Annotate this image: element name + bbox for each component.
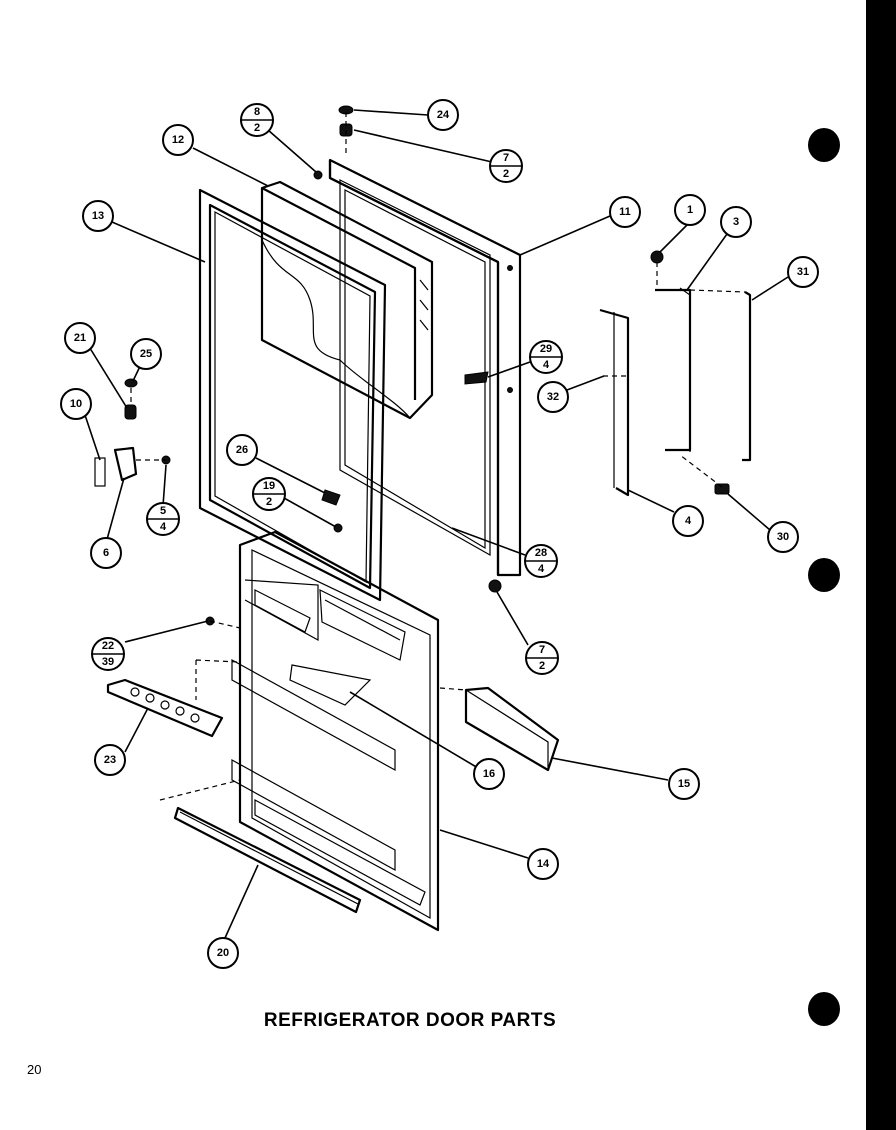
callout-4: 4 [672,505,704,537]
split-callout-5-4-top: 5 [160,505,166,517]
callout-24: 24 [427,99,459,131]
callout-31: 31 [787,256,819,288]
split-callout-28-4: 28 4 [524,544,558,578]
callout-1-label: 1 [687,204,693,216]
callout-32-label: 32 [547,391,559,403]
door-gasket-frame [198,188,387,602]
callout-25: 25 [130,338,162,370]
callout-1: 1 [674,194,706,226]
callout-30: 30 [767,521,799,553]
callout-23: 23 [94,744,126,776]
binder-hole-middle [808,558,840,592]
callout-3-label: 3 [733,216,739,228]
page-edge-border [866,0,896,1130]
callout-11-label: 11 [619,206,631,218]
leader-lines [83,109,789,939]
callout-15-label: 15 [678,778,690,790]
callout-32: 32 [537,381,569,413]
split-callout-22-39-bottom: 39 [102,656,114,668]
shelf-rail [464,686,560,772]
callout-3: 3 [720,206,752,238]
callout-16-label: 16 [483,768,495,780]
hardware-fasteners [94,105,730,626]
callout-30-label: 30 [777,531,789,543]
split-callout-8-2: 8 2 [240,103,274,137]
split-callout-29-4-top: 29 [540,343,552,355]
split-callout-19-2: 19 2 [252,477,286,511]
binder-hole-top [808,128,840,162]
split-callout-5-4: 5 4 [146,502,180,536]
split-callout-19-2-top: 19 [263,480,275,492]
callout-14: 14 [527,848,559,880]
split-callout-28-4-bottom: 4 [538,563,545,575]
door-insulation-block [260,180,434,420]
split-callout-28-4-top: 28 [535,547,547,559]
split-callout-7-2a-bottom: 2 [503,168,509,180]
callout-12: 12 [162,124,194,156]
split-callout-7-2a-top: 7 [503,152,509,164]
callout-11: 11 [609,196,641,228]
binder-hole-bottom [808,992,840,1026]
split-callout-22-39: 22 39 [91,637,125,671]
callout-4-label: 4 [685,515,692,527]
split-callout-8-2-bottom: 2 [254,122,260,134]
split-callout-29-4: 29 4 [529,340,563,374]
callout-13: 13 [82,200,114,232]
callout-10-label: 10 [70,398,82,410]
assembly-lines [130,112,723,801]
split-callout-29-4-bottom: 4 [543,359,550,371]
callout-15: 15 [668,768,700,800]
diagram-title: REFRIGERATOR DOOR PARTS [263,1010,557,1031]
split-callout-22-39-top: 22 [102,640,114,652]
callout-6-label: 6 [103,547,109,559]
callout-25-label: 25 [140,348,152,360]
callout-31-label: 31 [797,266,809,278]
split-callout-7-2-bottom: 7 2 [525,641,559,675]
hinge-assembly [599,287,752,497]
split-callout-7-2b-top: 7 [539,644,545,656]
egg-tray [106,678,224,738]
callout-20-label: 20 [217,947,229,959]
callout-13-label: 13 [92,210,104,222]
split-callout-19-2-bottom: 2 [266,496,272,508]
callout-14-label: 14 [537,858,550,870]
split-callout-8-2-top: 8 [254,106,260,118]
callout-26-label: 26 [236,444,248,456]
callout-21-label: 21 [74,332,86,344]
callout-20: 20 [207,937,239,969]
callout-10: 10 [60,388,92,420]
split-callout-5-4-bottom: 4 [160,521,167,533]
callout-24-label: 24 [437,109,450,121]
split-callout-7-2-top: 7 2 [489,149,523,183]
callout-16: 16 [473,758,505,790]
bottom-trim-strip [173,806,362,914]
inner-door-liner [231,530,440,932]
split-callout-7-2b-bottom: 2 [539,660,545,672]
page-number: 20 [27,1062,42,1077]
callout-23-label: 23 [104,754,116,766]
exploded-view-drawing: 1 3 4 6 10 11 12 13 14 15 16 20 21 23 24… [60,99,819,969]
callout-12-label: 12 [172,134,184,146]
callout-26: 26 [226,434,258,466]
callout-6: 6 [90,537,122,569]
callout-21: 21 [64,322,96,354]
